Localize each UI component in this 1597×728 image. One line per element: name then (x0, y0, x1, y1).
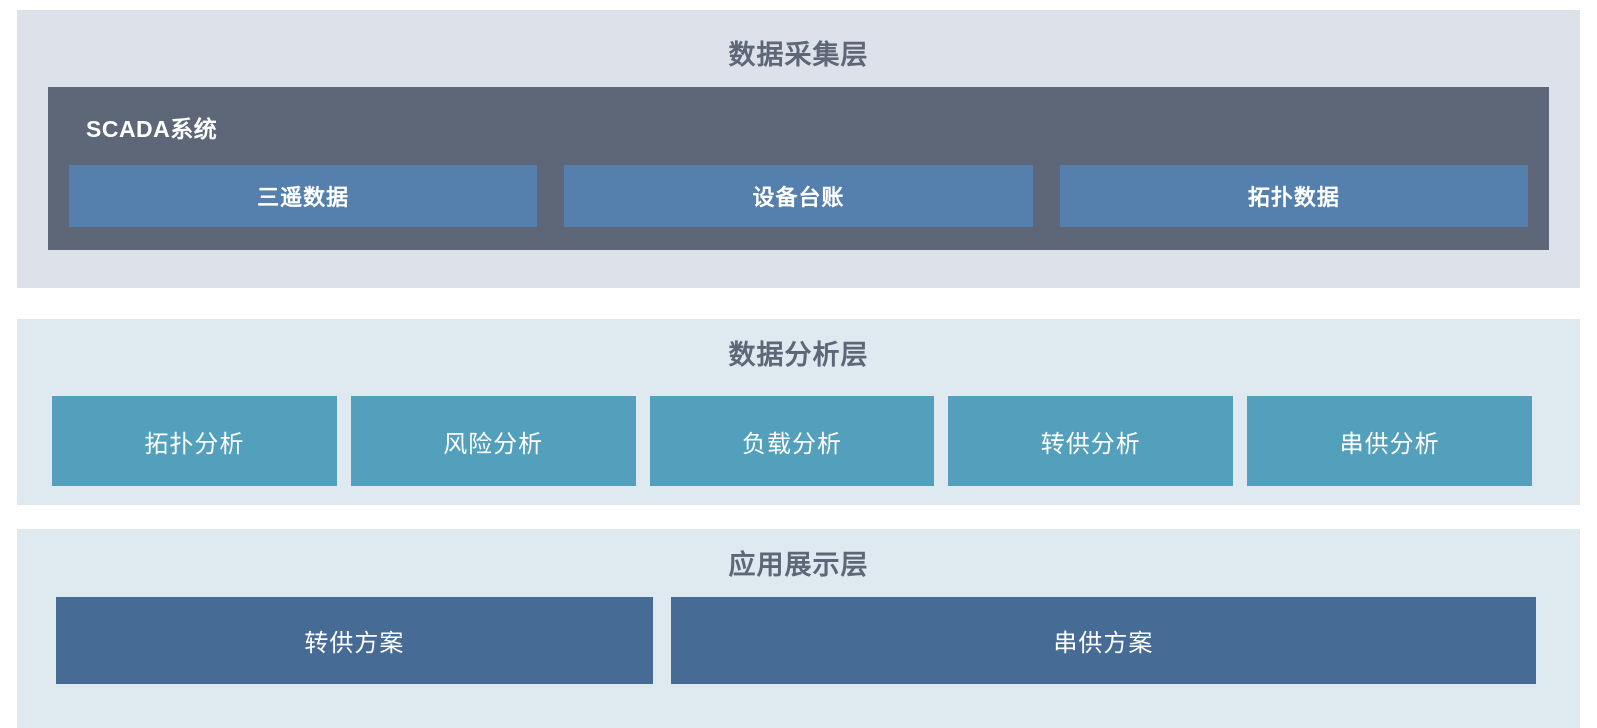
scada-system-label: SCADA系统 (86, 116, 218, 142)
layer-title-application-presentation: 应用展示层 (728, 550, 869, 580)
layer-title-data-analysis: 数据分析层 (728, 340, 869, 370)
analysis-item-list: 拓扑分析 风险分析 负载分析 转供分析 串供分析 (52, 396, 1532, 486)
analysis-item-risk[interactable]: 风险分析 (350, 396, 636, 486)
scada-item-sanyao-data[interactable]: 三遥数据 (69, 165, 538, 227)
application-item-series-supply-plan[interactable]: 串供方案 (670, 597, 1536, 684)
layer-title-data-acquisition: 数据采集层 (728, 40, 869, 70)
scada-item-list: 三遥数据 设备台账 拓扑数据 (69, 165, 1528, 227)
analysis-item-topology[interactable]: 拓扑分析 (52, 396, 337, 486)
analysis-item-load[interactable]: 负载分析 (649, 396, 935, 486)
layer-application-presentation: 应用展示层 转供方案 串供方案 (17, 529, 1580, 728)
analysis-item-transfer-supply[interactable]: 转供分析 (948, 396, 1234, 486)
layer-data-acquisition: 数据采集层 SCADA系统 三遥数据 设备台账 拓扑数据 (17, 10, 1580, 288)
analysis-item-series-supply[interactable]: 串供分析 (1247, 396, 1532, 486)
scada-item-equipment-ledger[interactable]: 设备台账 (564, 165, 1033, 227)
scada-item-topology-data[interactable]: 拓扑数据 (1059, 165, 1528, 227)
application-item-list: 转供方案 串供方案 (56, 597, 1536, 684)
layer-data-analysis: 数据分析层 拓扑分析 风险分析 负载分析 转供分析 串供分析 (17, 319, 1580, 505)
application-item-transfer-supply-plan[interactable]: 转供方案 (56, 597, 653, 684)
scada-system-group: SCADA系统 三遥数据 设备台账 拓扑数据 (48, 87, 1549, 250)
